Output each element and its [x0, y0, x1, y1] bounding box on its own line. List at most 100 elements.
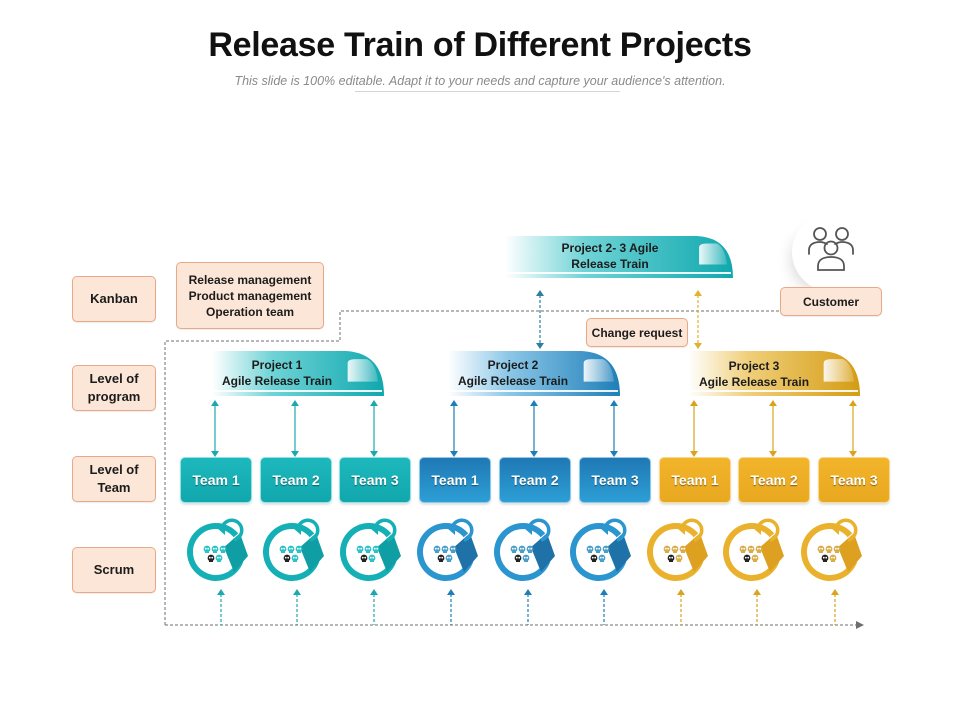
project-3-scrum-2-cycle-icon-member-eye: [759, 547, 762, 550]
project-1-scrum-1-cycle-icon: [187, 518, 248, 581]
project-3-scrum-3-arrow-head: [831, 589, 839, 595]
project-3-scrum-3-cycle-icon-member-jaw: [819, 550, 823, 553]
project-1-team-1[interactable]: Team 1: [180, 457, 252, 503]
project-1-scrum-3-cycle-icon-member-lead-eye: [364, 556, 367, 559]
project-3-train-shape-stripe: [688, 390, 858, 392]
project-2-scrum-3-cycle-icon-member-eye: [599, 556, 602, 559]
project-3-scrum-2-cycle-icon-member-jaw: [741, 550, 745, 553]
project-1-team-3-arrow-head-up: [370, 400, 378, 406]
kanban-role: Release management: [188, 272, 312, 287]
project-3-scrum-3-cycle-icon-arrowhead: [837, 533, 862, 572]
project-2-scrum-2-cycle-icon-member-eye: [523, 556, 526, 559]
project-3-scrum-2-cycle-icon-ring: [723, 523, 780, 581]
project-1-scrum-3-cycle-icon-member-eye: [373, 547, 376, 550]
project-1-team-1-arrow: [211, 400, 219, 457]
combined-train-shape: [505, 236, 733, 278]
project-1-train-shape: [212, 351, 384, 396]
project-2-scrum-2-cycle-icon-arrowhead: [530, 533, 555, 572]
project-1-scrum-2-cycle-icon-member-jaw: [281, 550, 285, 553]
project-3-team-2-arrow-head-down: [769, 451, 777, 457]
project-3-scrum-2-cycle-icon-member-lead-eye: [747, 556, 750, 559]
project-1-scrum-3-cycle-icon-loop-head: [370, 521, 378, 535]
project-3-scrum-2-cycle-icon-arrowhead: [759, 533, 784, 572]
project-3-team-1-arrow-head-up: [690, 400, 698, 406]
project-3-scrum-1-cycle-icon-member-eye: [672, 547, 675, 550]
project-1-scrum-3-cycle-icon-member-jaw: [358, 550, 362, 553]
project-2-train-line2: Agile Release Train: [457, 374, 569, 388]
project-2-team-1[interactable]: Team 1: [419, 457, 491, 503]
combined-to-project-2-arrow: [536, 290, 544, 349]
project-1-scrum-1-cycle-icon-loop-head: [217, 521, 225, 535]
project-3-scrum-1-cycle-icon-loop-head: [677, 521, 685, 535]
project-1-scrum-1-arrow-head: [217, 589, 225, 595]
project-1-scrum-1-cycle-icon-member-jaw: [205, 550, 209, 553]
level-label-program-text: Level of program: [87, 371, 141, 404]
project-3-scrum-1-cycle-icon-member-lead-eye: [671, 556, 674, 559]
project-3-scrum-2-cycle-icon-member-lead-eye: [744, 556, 747, 559]
project-3-scrum-3-cycle-icon-member-lead-jaw: [823, 559, 827, 562]
project-1-scrum-2-cycle-icon-member-lead-eye: [284, 556, 287, 559]
project-2-scrum-3-cycle-icon-member-lead-eye: [594, 556, 597, 559]
project-1-scrum-2-cycle-icon-member-eye: [283, 547, 286, 550]
project-2-scrum-2-arrow-head: [524, 589, 532, 595]
project-3-team-3-arrow-head-up: [849, 400, 857, 406]
combined-to-project-3-arrow-head-down: [694, 343, 702, 349]
project-2-scrum-1-cycle-icon-member-jaw: [447, 559, 451, 562]
project-2-scrum-2-cycle-icon-member-eye: [522, 547, 525, 550]
level-label-team-text: Level of Team: [89, 462, 139, 495]
project-3-team-2-arrow: [769, 400, 777, 457]
page-subtitle: This slide is 100% editable. Adapt it to…: [234, 74, 726, 88]
project-1-scrum-1-cycle-icon-member-jaw: [213, 550, 217, 553]
project-2-scrum-3-arrow: [600, 589, 608, 625]
project-1-team-2[interactable]: Team 2: [260, 457, 332, 503]
project-3-scrum-2-cycle-icon-member-jaw: [749, 550, 753, 553]
project-2-scrum-2-cycle-icon-member-eye: [514, 547, 517, 550]
project-2-team-3-arrow-head-up: [610, 400, 618, 406]
project-1-train-shape-stripe: [212, 390, 382, 392]
project-1-team-3[interactable]: Team 3: [339, 457, 411, 503]
project-2-scrum-3-cycle-icon-member-eye: [595, 547, 598, 550]
project-3-scrum-3-cycle-icon-member-eye: [826, 547, 829, 550]
project-3-team-2[interactable]: Team 2: [738, 457, 810, 503]
project-2-team-2[interactable]: Team 2: [499, 457, 571, 503]
project-2-scrum-3-cycle-icon-member-jaw: [588, 550, 592, 553]
project-2-scrum-3-cycle-icon-member-eye: [587, 547, 590, 550]
project-3-team-2-arrow-head-up: [769, 400, 777, 406]
project-1-scrum-2-cycle-icon-member-jaw: [297, 550, 301, 553]
project-2-train-line1: Project 2: [487, 358, 539, 372]
project-2-scrum-2-cycle-icon-member-eye: [527, 547, 530, 550]
combined-train-shape-stripe: [505, 272, 731, 274]
project-2-scrum-2-cycle-icon-member-lead-jaw: [516, 559, 520, 562]
project-2-scrum-2-cycle-icon-loop-head: [524, 521, 532, 535]
project-3-scrum-1-cycle-icon-ring: [647, 523, 704, 581]
project-1-scrum-1-cycle-icon-member-eye: [215, 547, 218, 550]
project-1-scrum-1-cycle-icon-member-lead-eye: [208, 556, 211, 559]
level-label-scrum: Scrum: [72, 547, 156, 593]
project-2-team-3[interactable]: Team 3: [579, 457, 651, 503]
project-1-scrum-1-cycle-icon-ring: [187, 523, 244, 581]
project-3-team-3[interactable]: Team 3: [818, 457, 890, 503]
project-2-scrum-3-cycle-icon-member-eye: [602, 556, 605, 559]
users-group-icon: [808, 227, 854, 271]
project-3-scrum-2-cycle-icon-member-jaw: [757, 550, 761, 553]
project-3-scrum-3-cycle-icon-member-lead-eye: [825, 556, 828, 559]
project-3-scrum-2-cycle-icon-member-eye: [755, 556, 758, 559]
page-title: Release Train of Different Projects: [208, 26, 752, 64]
project-1-scrum-1-cycle-icon-member-eye: [212, 547, 215, 550]
project-2-team-2-arrow-head-up: [530, 400, 538, 406]
project-2-train-label: Project 2 Agile Release Train: [443, 357, 583, 389]
project-3-scrum-3-cycle-icon-member-eye: [818, 547, 821, 550]
project-3-team-1[interactable]: Team 1: [659, 457, 731, 503]
project-2-train-shape: [448, 351, 620, 396]
project-3-scrum-2-cycle-icon-member-eye: [743, 547, 746, 550]
project-3-scrum-2-cycle-icon-member-eye: [740, 547, 743, 550]
project-1-team-2-arrow-head-up: [291, 400, 299, 406]
project-1-scrum-3-cycle-icon-member-jaw: [374, 550, 378, 553]
project-2-team-2-arrow-head-down: [530, 451, 538, 457]
project-3-train-label: Project 3 Agile Release Train: [684, 358, 824, 390]
project-2-scrum-1-cycle-icon-member-jaw: [451, 550, 455, 553]
project-3-scrum-3-cycle-icon-member-eye: [821, 547, 824, 550]
project-2-team-3-arrow: [610, 400, 618, 457]
project-2-scrum-1-cycle-icon-member-eye: [453, 547, 456, 550]
project-1-scrum-1-cycle-icon-member-lead-jaw: [209, 559, 213, 562]
